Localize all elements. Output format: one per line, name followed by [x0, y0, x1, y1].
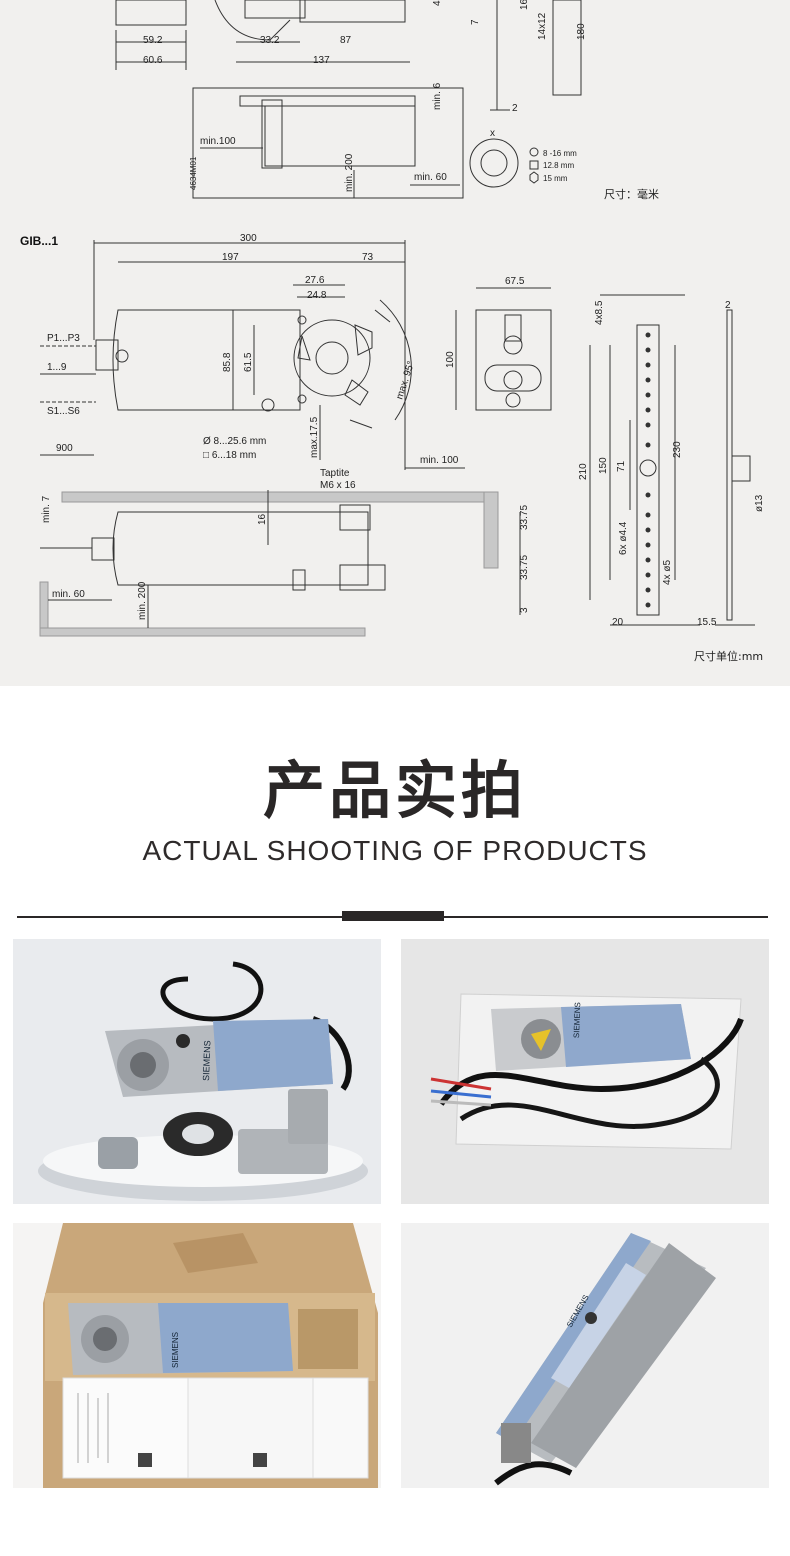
dim-210: 210 — [578, 463, 589, 480]
dim-2-top: 2 — [512, 103, 518, 114]
brand-label: SIEMENS — [201, 1040, 212, 1081]
dim-7: 7 — [470, 19, 481, 25]
dim-24-8: 24.8 — [307, 290, 327, 301]
dim-min-60-main: min. 60 — [52, 589, 85, 600]
product-photo-4: SIEMENS — [401, 1223, 769, 1488]
dim-4x8-5: 4x8.5 — [594, 300, 605, 325]
dim-4: 4 — [432, 0, 443, 6]
dim-x: x — [490, 128, 495, 139]
dimension-drawing: 59.2 60.6 33.2 87 137 min. 6 min.100 min… — [20, 0, 765, 663]
dim-min-7: min. 7 — [41, 495, 52, 523]
dim-300: 300 — [240, 233, 257, 244]
dim-dia-range: Ø 8...25.6 mm — [203, 436, 266, 447]
technical-drawing: 59.2 60.6 33.2 87 137 min. 6 min.100 min… — [0, 0, 790, 686]
dim-137: 137 — [313, 55, 330, 66]
dim-197: 197 — [222, 252, 239, 263]
dim-59-2: 59.2 — [143, 35, 163, 46]
legend-round: 8 -16 mm — [543, 149, 577, 158]
taptite-label: Taptite — [320, 468, 350, 479]
dim-61-5: 61.5 — [243, 352, 254, 372]
dim-73: 73 — [362, 252, 374, 263]
dim-16-main: 16 — [257, 513, 268, 525]
dim-85-8: 85.8 — [222, 352, 233, 372]
dim-71: 71 — [616, 460, 627, 472]
dim-100: 100 — [445, 351, 456, 368]
dim-3: 3 — [519, 607, 530, 613]
dim-87: 87 — [340, 35, 352, 46]
dim-16: 16 — [519, 0, 530, 10]
dim-150: 150 — [598, 457, 609, 474]
legend-square: 12.8 mm — [543, 161, 574, 170]
bracket-holes — [645, 332, 651, 608]
dim-min-6: min. 6 — [432, 82, 443, 110]
brand-label-3: SIEMENS — [171, 1332, 180, 1368]
dim-33-75-bottom: 33.75 — [519, 555, 530, 580]
dim-min-200-main: min. 200 — [137, 581, 148, 620]
dim-20: 20 — [612, 617, 624, 628]
dim-4x-5: 4x ø5 — [662, 560, 673, 585]
dim-max-17-5: max.17.5 — [309, 416, 320, 458]
dim-14x12: 14x12 — [537, 12, 548, 40]
dim-33-2: 33.2 — [260, 35, 280, 46]
dim-dia-13: ø13 — [754, 494, 765, 512]
wire-label-1-9: 1...9 — [47, 362, 67, 373]
dim-230: 230 — [672, 441, 683, 458]
dim-27-6: 27.6 — [305, 275, 325, 286]
dim-900: 900 — [56, 443, 73, 454]
dim-180: 180 — [576, 23, 587, 40]
unit-note-main: 尺寸单位:mm — [694, 649, 763, 663]
dim-67-5: 67.5 — [505, 276, 525, 287]
dim-min-100: min.100 — [200, 136, 236, 147]
brand-label-2: SIEMENS — [572, 1002, 582, 1038]
legend-hex: 15 mm — [543, 174, 568, 183]
dim-sq-range: □ 6...18 mm — [203, 450, 256, 461]
dim-2-main: 2 — [725, 300, 731, 311]
dim-33-75-top: 33.75 — [519, 505, 530, 530]
section-subtitle: ACTUAL SHOOTING OF PRODUCTS — [142, 835, 648, 866]
dim-max-95: max. 95° — [394, 360, 417, 401]
divider-accent-bar — [342, 911, 444, 921]
wire-label-p1p3: P1...P3 — [47, 333, 80, 344]
unit-note-top: 尺寸：毫米 — [604, 187, 659, 201]
model-title: GIB...1 — [20, 234, 58, 248]
product-photo-1: SIEMENS — [13, 939, 381, 1204]
product-photo-2: SIEMENS — [401, 939, 769, 1204]
product-photo-3: SIEMENS — [13, 1223, 381, 1488]
m6-label: M6 x 16 — [320, 480, 356, 491]
drawing-code: 4634M01 — [189, 156, 198, 190]
dim-15-5: 15.5 — [697, 617, 717, 628]
dim-min-200: min. 200 — [344, 153, 355, 192]
dim-min-60: min. 60 — [414, 172, 447, 183]
dim-60-6: 60.6 — [143, 55, 163, 66]
dim-6x-4-4: 6x ø4.4 — [618, 521, 629, 555]
wire-label-s1s6: S1...S6 — [47, 406, 80, 417]
dim-min-100-main: min. 100 — [420, 455, 459, 466]
section-title: 产品实拍 — [262, 754, 527, 827]
